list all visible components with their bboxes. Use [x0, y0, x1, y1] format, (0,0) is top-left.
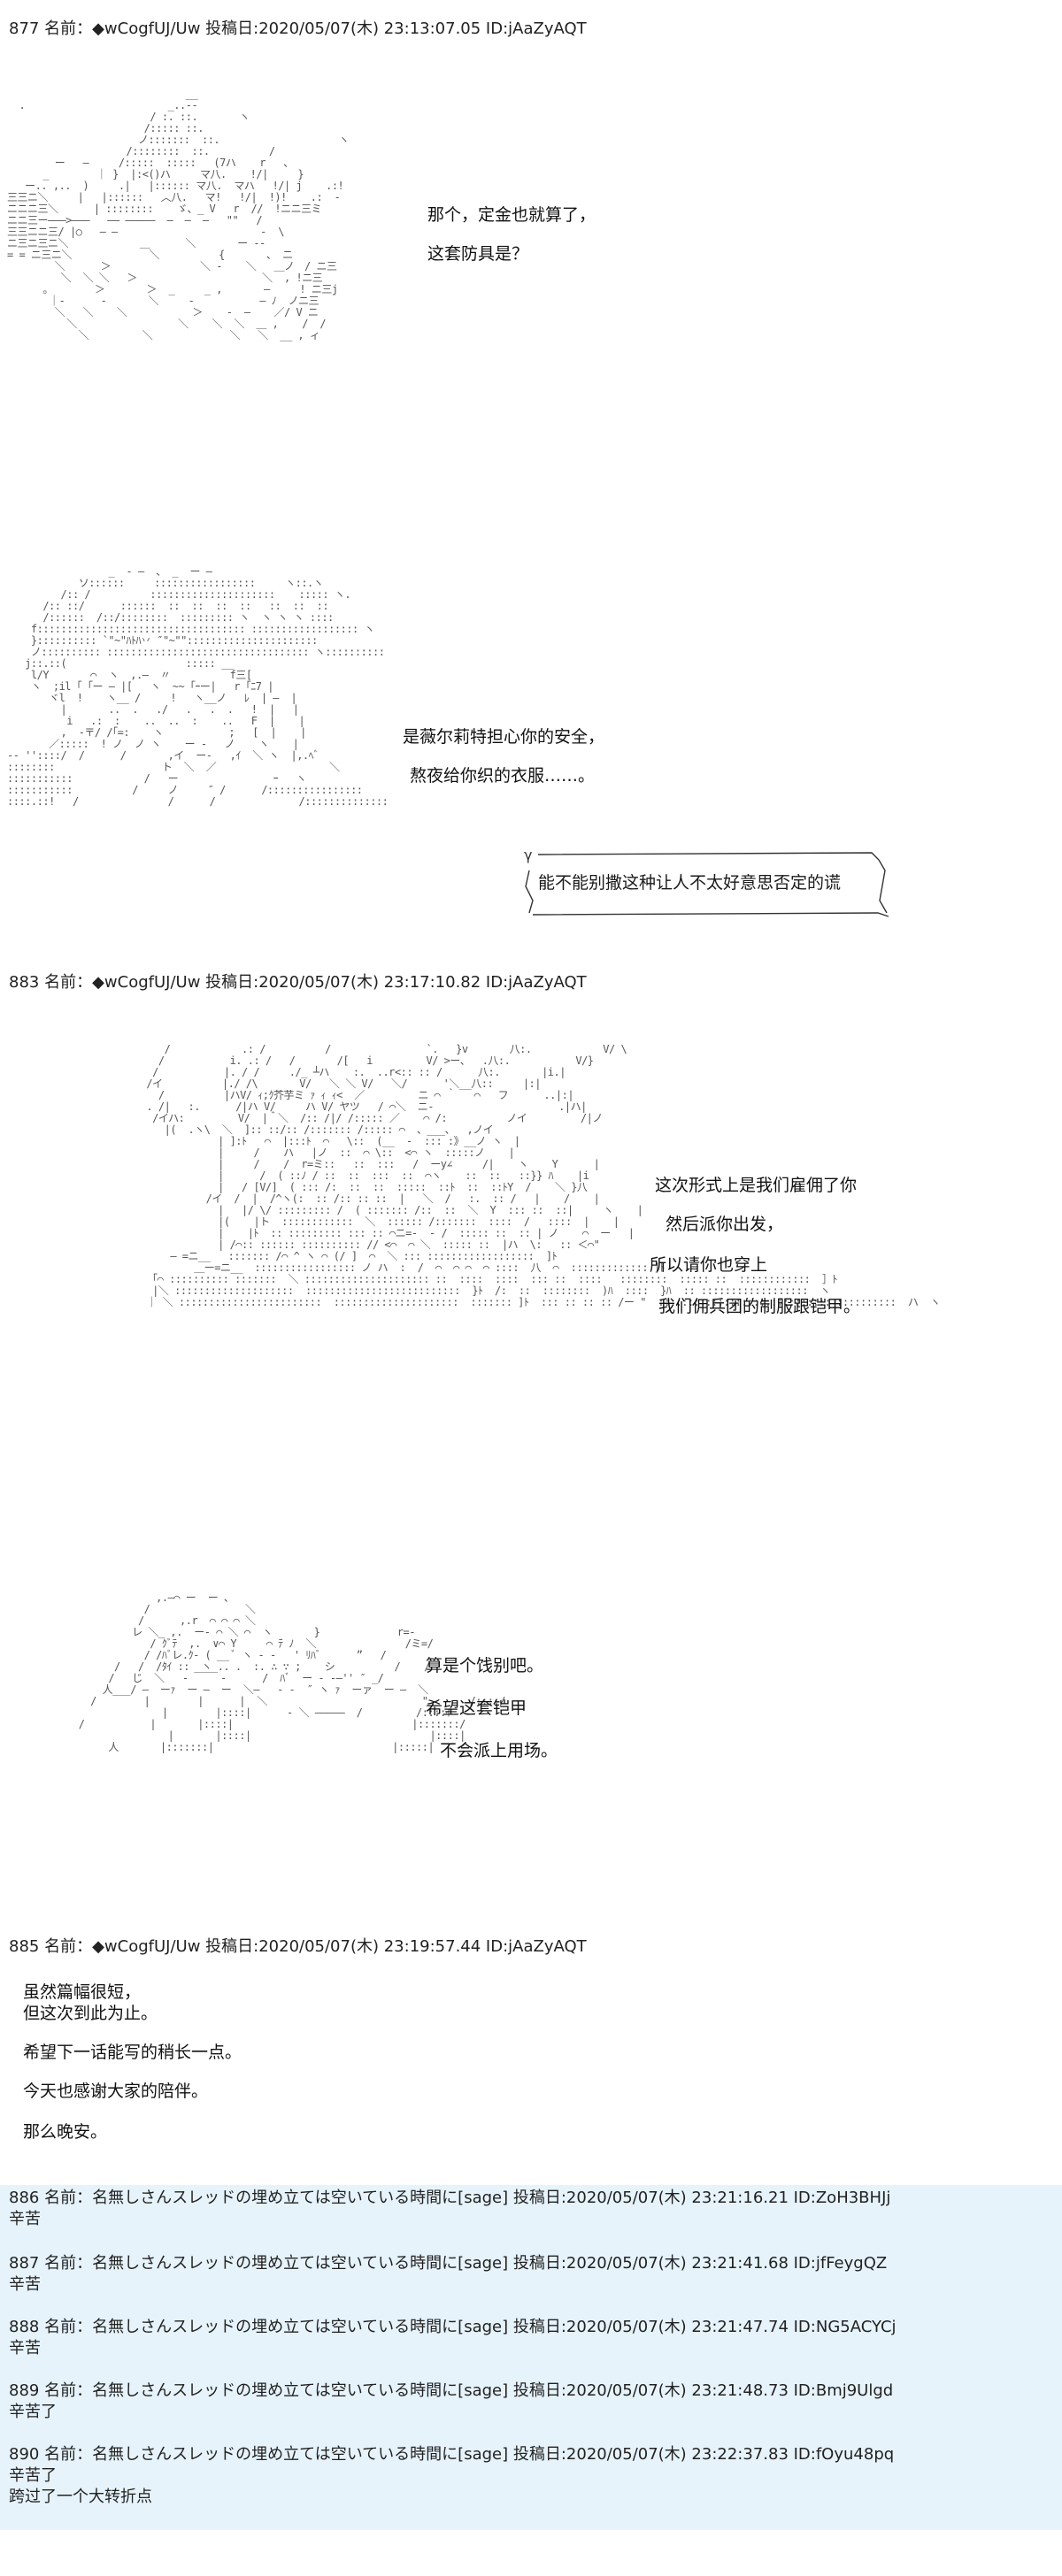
post-header-883: 883 名前：◆wCogfUJ/Uw 投稿日:2020/05/07(木) 23:… [9, 973, 587, 992]
reply-body-line: 跨过了一个大转折点 [9, 2488, 152, 2506]
ascii-art-figure-elder: ,.―⌒ ー ー 、 / ＼ / ,.r ⌒ ⌒ ⌒ ＼ レ ＼_ ,. ー‐ … [78, 1591, 506, 1753]
post-text-line: 今天也感谢大家的陪伴。 [23, 2082, 209, 2101]
speech-line: 不会派上用场。 [440, 1741, 558, 1760]
reply-header: 889 名前：名無しさんスレッドの埋め立ては空いている時間に[sage] 投稿日… [9, 2381, 894, 2400]
post-text-line: 那么晚安。 [23, 2122, 108, 2142]
reply-post-888: 888 名前：名無しさんスレッドの埋め立ては空いている時間に[sage] 投稿日… [0, 2314, 1062, 2378]
reply-post-890: 890 名前：名無しさんスレッドの埋め立ては空いている時間に[sage] 投稿日… [0, 2442, 1062, 2530]
speech-line: 那个，定金也就算了， [427, 205, 596, 225]
post-text-line: 虽然篇幅很短， [23, 1982, 142, 2002]
reply-header: 890 名前：名無しさんスレッドの埋め立ては空いている時間に[sage] 投稿日… [9, 2445, 895, 2464]
reply-header: 887 名前：名無しさんスレッドの埋め立ては空いている時間に[sage] 投稿日… [9, 2254, 888, 2273]
reply-header: 888 名前：名無しさんスレッドの埋め立ては空いている時間に[sage] 投稿日… [9, 2318, 897, 2336]
reply-body-line: 辛苦了 [9, 2466, 57, 2485]
bubble-bottom-edge [532, 912, 889, 917]
ascii-art-figure-bust: __ . _..-- / :. ::. ヽ /::::: ::. ノ::::::… [7, 88, 350, 341]
bubble-top-edge [537, 852, 880, 861]
reply-post-886: 886 名前：名無しさんスレッドの埋め立ては空いている時間に[sage] 投稿日… [0, 2185, 1062, 2250]
speech-line: 这次形式上是我们雇佣了你 [655, 1176, 858, 1195]
speech-line: 所以请你也穿上 [650, 1255, 768, 1275]
post-text-line: 但这次到此为止。 [23, 2004, 158, 2023]
reply-body-line: 辛苦 [9, 2275, 41, 2294]
bubble-text: 能不能别撒这种让人不太好意思否定的谎 [538, 873, 842, 893]
reply-body-line: 辛苦 [9, 2339, 41, 2358]
reply-body-line: 辛苦了 [9, 2403, 57, 2421]
speech-bubble: γ [524, 847, 889, 917]
speech-line: 算是个饯别吧。 [426, 1656, 544, 1675]
reply-body-line: 辛苦 [9, 2210, 41, 2228]
post-text-line: 希望下一话能写的稍长一点。 [23, 2043, 242, 2062]
bubble-left-edge [525, 870, 534, 914]
speech-line: 这套防具是？ [427, 244, 529, 264]
post-header-885: 885 名前：◆wCogfUJ/Uw 投稿日:2020/05/07(木) 23:… [9, 1937, 587, 1956]
ascii-art-figure-violet: _ ‐ ― 、 _ ー ― ソ:::::: ::::::::::::::::: … [7, 565, 389, 808]
speech-line: 然后派你出发， [666, 1215, 784, 1234]
svg-text:γ: γ [524, 847, 532, 863]
reply-post-887: 887 名前：名無しさんスレッドの埋め立ては空いている時間に[sage] 投稿日… [0, 2250, 1062, 2314]
speech-line: 我们佣兵团的制服跟铠甲。 [658, 1297, 861, 1316]
reply-header: 886 名前：名無しさんスレッドの埋め立ては空いている時間に[sage] 投稿日… [9, 2189, 891, 2207]
post-header-877: 877 名前：◆wCogfUJ/Uw 投稿日:2020/05/07(木) 23:… [9, 19, 587, 38]
ascii-art-figure-armor: / .: / / `. }v 八:. V/ \ / i. .: / / /[ i… [146, 1043, 941, 1308]
speech-line: 熬夜给你织的衣服……。 [410, 766, 596, 786]
speech-line: 希望这套铠甲 [426, 1698, 527, 1718]
bubble-right-edge [878, 859, 888, 914]
reply-post-889: 889 名前：名無しさんスレッドの埋め立ては空いている時間に[sage] 投稿日… [0, 2378, 1062, 2442]
speech-line: 是薇尔莉特担心你的安全， [403, 727, 605, 747]
